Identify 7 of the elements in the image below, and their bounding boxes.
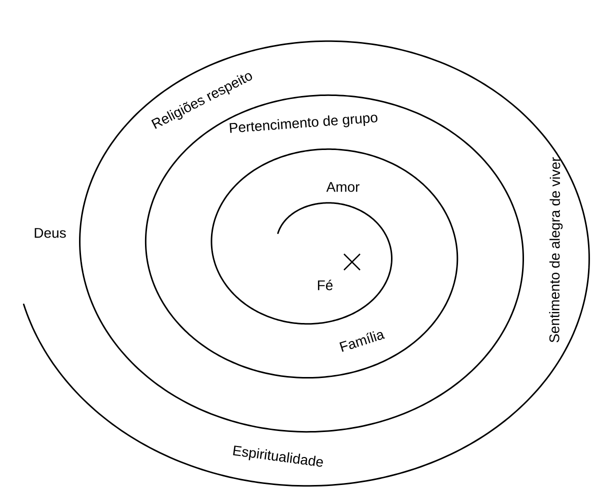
spiral-label: Deus (34, 228, 66, 238)
spiral-label: Sentimento de alegra de viver (549, 157, 563, 342)
spiral-label: Pertencimento de grupo (230, 114, 378, 133)
spiral-label: Fé (318, 280, 333, 290)
spiral-label: Família (340, 331, 386, 352)
spiral-label: Amor (326, 182, 360, 192)
spiral-label: Espiritualidade (233, 446, 323, 467)
